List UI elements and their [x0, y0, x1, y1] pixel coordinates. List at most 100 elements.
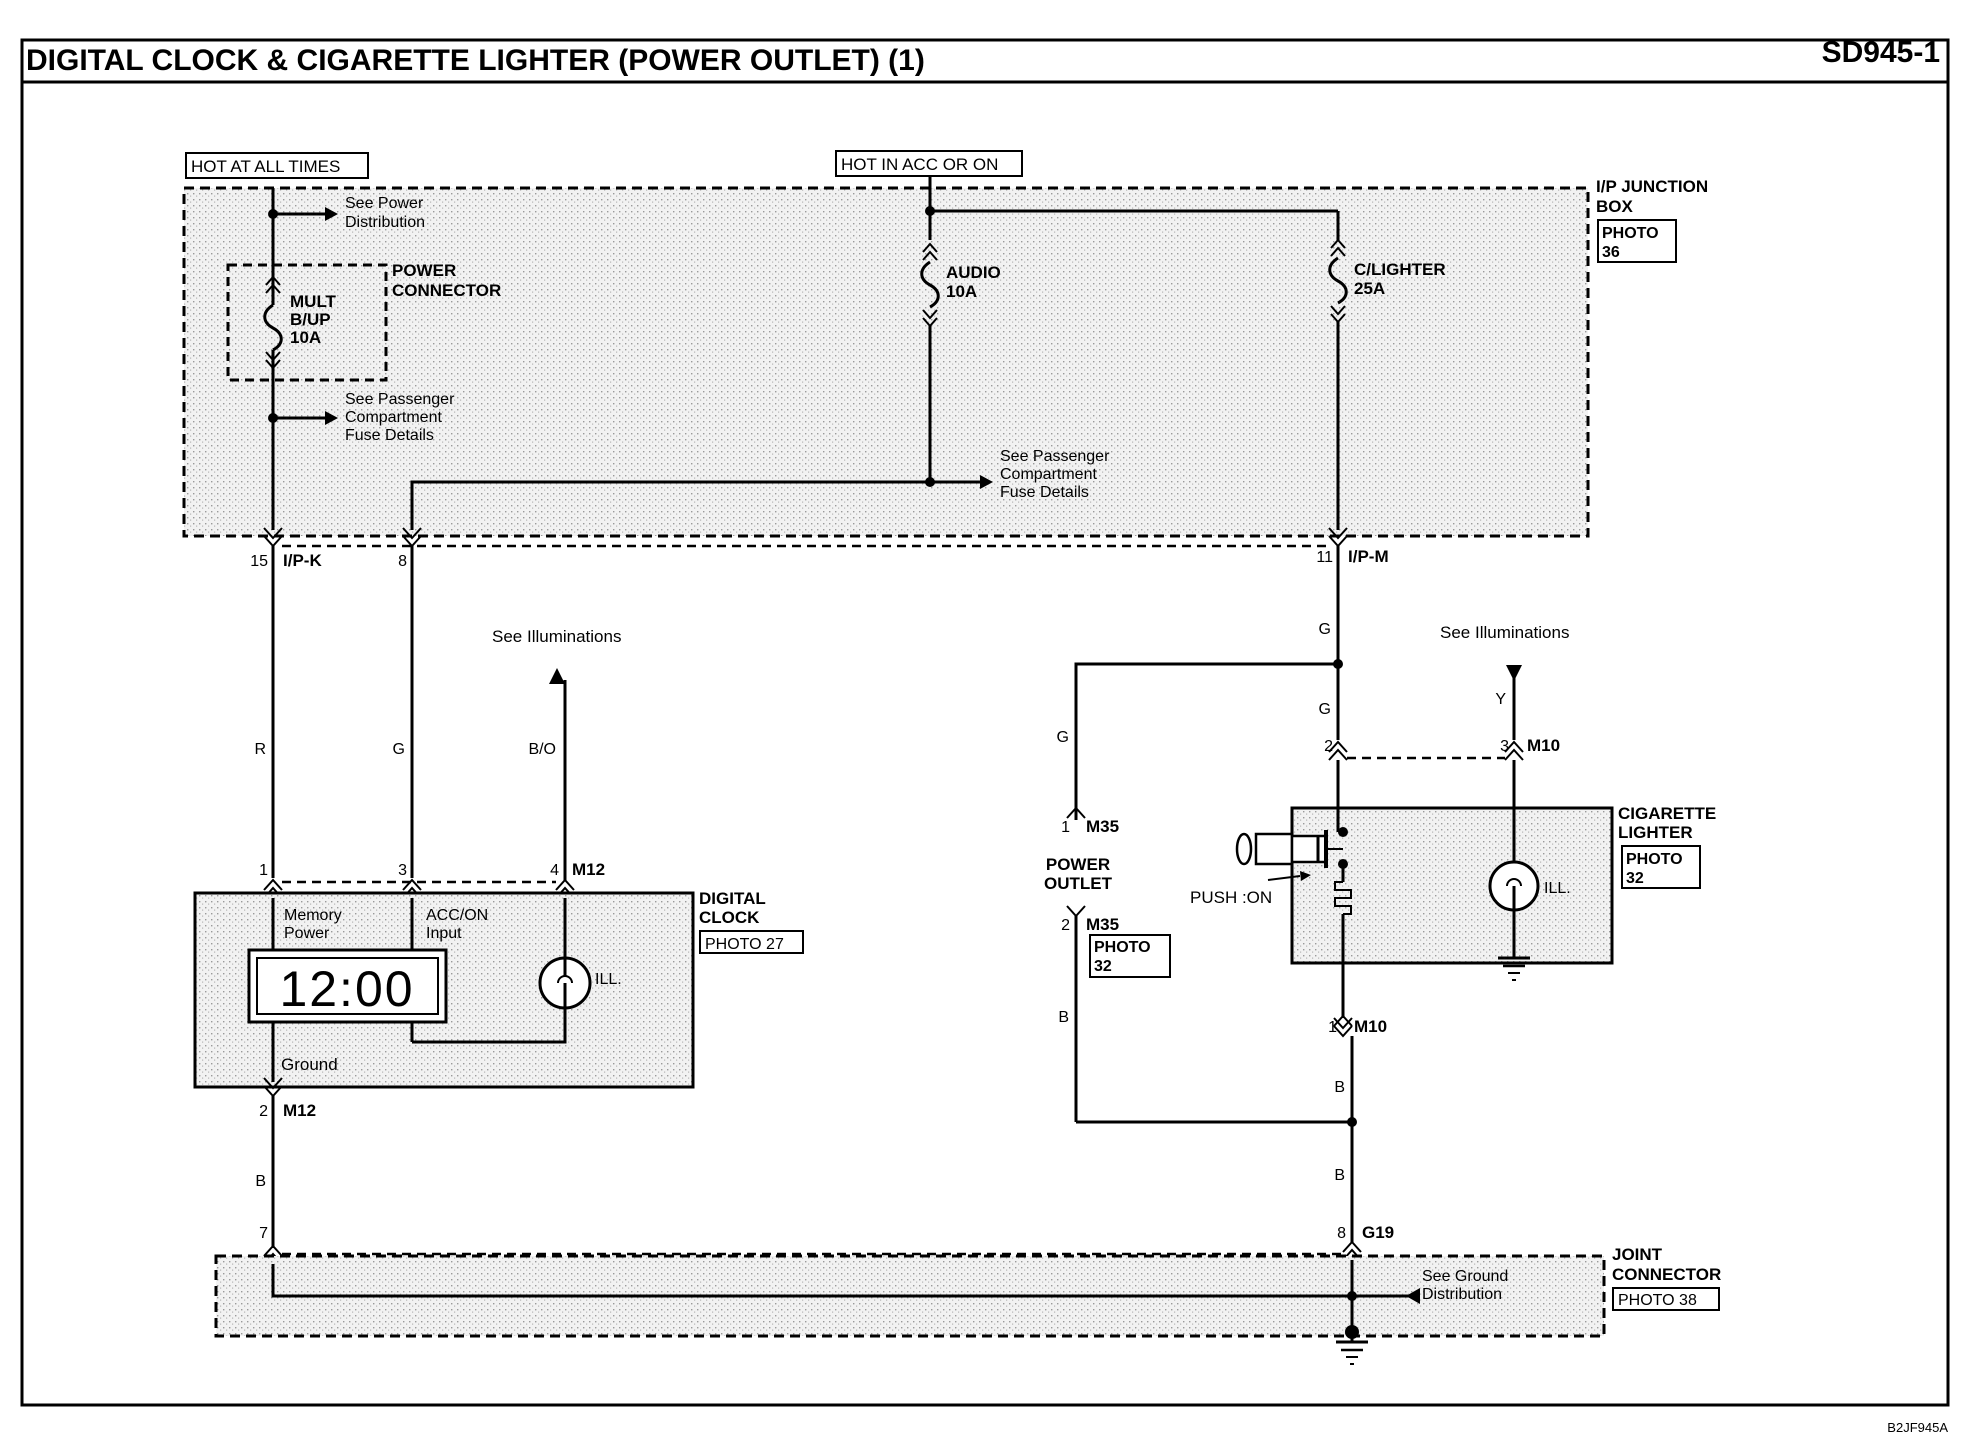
wire-color-b2: B	[1058, 1009, 1069, 1026]
cigarette-lighter-photo-tag	[1621, 845, 1701, 889]
arrow-up-icon	[549, 668, 565, 684]
fuse-icon	[1328, 256, 1348, 305]
clock-memory-label-2: Power	[284, 925, 330, 942]
connector-m12: M12	[572, 860, 605, 879]
pin-m12-2: 2	[259, 1103, 268, 1120]
page-title: DIGITAL CLOCK & CIGARETTE LIGHTER (POWER…	[26, 44, 925, 77]
note-pass-fuse-1: See Passenger	[345, 391, 455, 408]
pin-ip-8: 8	[398, 553, 407, 570]
power-connector-label-2: CONNECTOR	[392, 281, 501, 300]
fuse-icon	[263, 303, 283, 352]
wire-color-g1: G	[393, 741, 405, 758]
ip-junction-box-photo-tag	[1597, 219, 1677, 263]
pin-jc-7: 7	[259, 1225, 268, 1242]
fuse-clighter-label: C/LIGHTER	[1354, 260, 1446, 279]
hot-in-acc: HOT IN ACC OR ON	[841, 155, 998, 174]
connector-m10-b: M10	[1354, 1017, 1387, 1036]
power-outlet-photo-num: 32	[1094, 958, 1112, 975]
fuse-mult-label-3: 10A	[290, 328, 321, 347]
arrow-left-icon	[1406, 1288, 1420, 1304]
digital-clock-photo-tag	[699, 930, 804, 954]
digital-clock-photo: PHOTO 27	[705, 936, 784, 953]
pin-m12-3: 3	[398, 862, 407, 879]
pin-m35-1: 1	[1061, 819, 1070, 836]
push-on-label: PUSH :ON	[1190, 888, 1272, 907]
fuse-mult-label: MULT	[290, 292, 337, 311]
connector-m12-b: M12	[283, 1101, 316, 1120]
cigarette-lighter-label: CIGARETTE	[1618, 804, 1716, 823]
figure-ref: B2JF945A	[1887, 1420, 1948, 1435]
note-pass-fuse-1c: Fuse Details	[345, 427, 434, 444]
fuse-audio-label: AUDIO	[946, 263, 1001, 282]
fuse-icon	[920, 260, 940, 309]
note-power-dist: See Power	[345, 195, 424, 212]
pin-m10-1: 1	[1328, 1019, 1337, 1036]
pin-m35-2: 2	[1061, 917, 1070, 934]
page-code: SD945-1	[1822, 36, 1940, 69]
lighter-ill-label: ILL.	[1544, 880, 1571, 897]
pin-m12-1: 1	[259, 862, 268, 879]
connector-g19: G19	[1362, 1223, 1394, 1242]
wire-color-b1: B	[255, 1173, 266, 1190]
arrow-icon	[325, 411, 338, 425]
hot-at-all-times: HOT AT ALL TIMES	[191, 157, 340, 176]
hot-at-all-times-tag	[185, 152, 369, 179]
ip-junction-box-photo-num: 36	[1602, 244, 1620, 261]
digital-clock-label: DIGITAL	[699, 889, 766, 908]
clock-display	[247, 948, 448, 1024]
lighter-knob-icon	[1254, 832, 1294, 866]
arrow-icon	[325, 207, 338, 221]
power-outlet-label-2: OUTLET	[1044, 874, 1113, 893]
pin-g19-8: 8	[1337, 1225, 1346, 1242]
ip-junction-box	[182, 186, 1590, 538]
note-pass-fuse-2b: Compartment	[1000, 466, 1097, 483]
wire-color-g3: G	[1319, 701, 1331, 718]
joint-connector-photo: PHOTO 38	[1618, 1292, 1697, 1309]
pin-ipm-11: 11	[1316, 549, 1333, 566]
connector-ipm: I/P-M	[1348, 547, 1389, 566]
wire-color-b4: B	[1334, 1167, 1345, 1184]
note-ground-dist: See Ground	[1422, 1268, 1508, 1285]
connector-m35-b: M35	[1086, 915, 1119, 934]
note-pass-fuse-1b: Compartment	[345, 409, 442, 426]
cigarette-lighter-photo: PHOTO	[1626, 851, 1683, 868]
connector-m35: M35	[1086, 817, 1119, 836]
joint-connector-label-2: CONNECTOR	[1612, 1265, 1721, 1284]
note-illum-2: See Illuminations	[1440, 623, 1569, 642]
fuse-mult-label-2: B/UP	[290, 310, 331, 329]
heating-element-icon	[1334, 881, 1352, 915]
page-frame	[20, 38, 1950, 1407]
power-connector-box	[226, 263, 388, 382]
joint-connector-label: JOINT	[1612, 1245, 1663, 1264]
power-outlet-label: POWER	[1046, 855, 1110, 874]
joint-connector-photo-tag	[1612, 1287, 1720, 1311]
clock-acc-label: ACC/ON	[426, 907, 488, 924]
ip-junction-box-label: I/P JUNCTION	[1596, 177, 1708, 196]
wire-color-r: R	[254, 741, 266, 758]
power-outlet-socket-icon	[1066, 905, 1086, 918]
wire-color-y: Y	[1495, 691, 1506, 708]
pin-m12-4: 4	[550, 862, 559, 879]
wire-color-bo: B/O	[528, 741, 556, 758]
wire-color-g4: G	[1057, 729, 1069, 746]
pin-m10-3: 3	[1500, 738, 1509, 755]
fuse-audio-label-2: 10A	[946, 282, 977, 301]
power-outlet-photo-tag	[1089, 934, 1171, 978]
pin-m10-2: 2	[1324, 738, 1333, 755]
connector-m10: M10	[1527, 736, 1560, 755]
digital-clock-label-2: CLOCK	[699, 908, 760, 927]
cigarette-lighter-photo-num: 32	[1626, 870, 1644, 887]
clock-memory-label: Memory	[284, 907, 342, 924]
pin-ipk-15: 15	[250, 553, 268, 570]
fuse-clighter-label-2: 25A	[1354, 279, 1385, 298]
wire-color-b3: B	[1334, 1079, 1345, 1096]
note-power-dist-2: Distribution	[345, 214, 425, 231]
power-outlet-photo: PHOTO	[1094, 939, 1151, 956]
clock-acc-label-2: Input	[426, 925, 462, 942]
wire-color-g2: G	[1319, 621, 1331, 638]
note-pass-fuse-2: See Passenger	[1000, 448, 1110, 465]
power-connector-label: POWER	[392, 261, 456, 280]
ip-junction-box-label-2: BOX	[1596, 197, 1634, 216]
